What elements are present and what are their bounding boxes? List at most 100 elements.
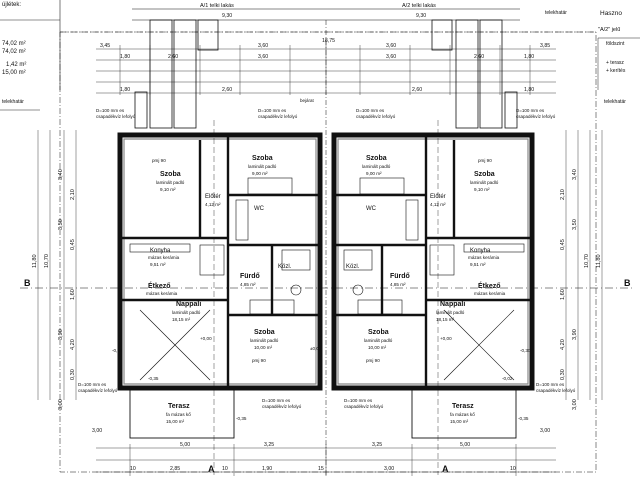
a2-room-wc-name: WC: [366, 206, 377, 212]
a2-room-furdo-area: 4,85 m²: [390, 282, 406, 287]
side-right-dim-9: 4,20: [560, 339, 566, 350]
legend-area-2: 74,02 m²: [2, 49, 26, 55]
level-minus035-left: -0,35: [148, 376, 159, 381]
side-left-dim-4: 3,50: [58, 219, 64, 230]
side-right-dim-6: 0,45: [560, 239, 566, 250]
a1-pmj-top: pmj 90: [152, 158, 166, 163]
a2-room-konyha-name: Konyha: [470, 248, 491, 254]
terasz-legend-label: + terasz: [606, 60, 624, 66]
a1-room-szoba1-sub: laminált padló: [156, 180, 185, 185]
a1-room-nappali-sub: laminált padló: [172, 310, 201, 315]
a1-room-konyha-sub: mázas kerámia: [148, 255, 180, 260]
a2-room-kozl-name: Közl.: [346, 264, 360, 270]
side-right-dim-1: 11,80: [596, 254, 602, 268]
bottom-row3-dim-6: 3,00: [384, 466, 394, 472]
side-right-dim-5: 2,10: [560, 189, 566, 200]
terrace-right-name: Terasz: [452, 403, 474, 410]
top-row2-dim-4: 3,60: [386, 54, 396, 60]
bottom-row1-dim-4: 5,00: [460, 442, 470, 448]
terrace-left: Terasz fa mázas kő 15,00 m²: [129, 389, 235, 439]
lot-a2-title: A/2 telki lakás: [402, 3, 436, 9]
d100-note-bottom-right: D=100 mm es: [536, 382, 565, 387]
unit-a2: Szoba laminált padló 9,10 m² Előtér 4,12…: [331, 132, 535, 391]
section-b-left: B: [24, 278, 31, 288]
side-dims-right: 11,80 10,70 3,40 3,50 2,10 0,45 3,90 1,6…: [560, 130, 603, 410]
side-left-dim-2: 10,70: [44, 254, 50, 268]
side-left-dim-11: 0,30: [70, 369, 76, 380]
bottom-row3-dim-1: 10: [130, 466, 136, 472]
a2-pmj-bottom: pmj 90: [366, 358, 380, 363]
bottom-row3-dim-5: 15: [318, 466, 324, 472]
bottom-row2-dim-1: 3,00: [92, 428, 102, 434]
side-right-dim-7: 3,90: [572, 329, 578, 340]
side-left-dim-8: 1,60: [70, 289, 76, 300]
csapadek-note-top-left: csapadékvíz lefolyó: [96, 114, 136, 119]
telekhatar-label-right: telekhatár: [604, 99, 626, 105]
a1-level-floor: +0,00: [200, 336, 212, 341]
legend-title: újlétek:: [2, 2, 21, 8]
a1-room-etkezo-sub: mázas kerámia: [146, 291, 178, 296]
d100-note-top-right: D=100 mm es: [516, 108, 545, 113]
csapadek-note-bottom-right: csapadékvíz lefolyó: [536, 388, 576, 393]
a2-room-szoba3-name: Szoba: [368, 329, 389, 336]
legend-area-4: 15,00 m²: [2, 70, 26, 76]
bottom-row1-dim-1: 5,00: [180, 442, 190, 448]
csapadek-note-top-mid: csapadékvíz lefolyó: [258, 114, 298, 119]
side-right-dim-8: 1,60: [560, 289, 566, 300]
section-b-right: B: [624, 278, 631, 288]
a1-room-konyha-name: Konyha: [150, 248, 171, 254]
section-b-line: B B: [20, 278, 632, 289]
side-left-dim-10: 3,00: [58, 399, 64, 410]
lot-a1-title: A/1 telki lakás: [200, 3, 234, 9]
a2-room-nappali-area: 18,15 m²: [436, 317, 455, 322]
side-right-dim-3: 3,40: [572, 169, 578, 180]
a2-room-nappali-name: Nappali: [440, 301, 465, 308]
csapadek-note-top-right: csapadékvíz lefolyó: [516, 114, 556, 119]
csapadek-note-bottom-mid: csapadékvíz lefolyó: [262, 404, 302, 409]
a2-room-nappali-sub: laminált padló: [436, 310, 465, 315]
legend-area-3: 1,42 m²: [6, 62, 26, 68]
terrace-right-sub: fa mázas kő: [450, 412, 475, 417]
level-minus030-left: -0,30: [112, 348, 123, 353]
a2-room-szoba2-name: Szoba: [366, 155, 387, 162]
level-minus030-right: -0,30: [520, 348, 531, 353]
a1-room-kozl-name: Közl.: [278, 264, 292, 270]
top-row5-dim-1: 1,80: [120, 87, 130, 93]
a1-room-szoba3-name: Szoba: [254, 329, 275, 336]
section-a-bottom-left: A: [208, 464, 215, 474]
side-left-dim-6: 0,45: [70, 239, 76, 250]
bottom-dimension-rows: 5,00 3,25 3,25 5,00 3,00 3,00 10 2,85 10…: [92, 428, 556, 476]
top-row1-dim-3: 3,60: [386, 43, 396, 49]
top-row2-dim-5: 2,60: [474, 54, 484, 60]
a1-room-szoba3-sub: laminált padló: [250, 338, 279, 343]
top-row5-dim-4: 1,80: [524, 87, 534, 93]
a2-room-szoba3-sub: laminált padló: [364, 338, 393, 343]
a2-room-etkezo-name: Étkező: [478, 281, 501, 290]
a2-room-szoba2-sub: laminált padló: [362, 164, 391, 169]
top-row1-dim-1: 3,45: [100, 43, 110, 49]
kerites-legend-label: + kerítés: [606, 68, 626, 74]
terrace-left-area: 15,00 m²: [166, 419, 185, 424]
legend-area-1: 74,02 m²: [2, 41, 26, 47]
a1-room-furdo-name: Fürdő: [240, 273, 260, 280]
a2-pmj-top: pmj 90: [478, 158, 492, 163]
a2-room-szoba1-area: 9,10 m²: [474, 187, 490, 192]
side-right-dim-11: 0,30: [560, 369, 566, 380]
bottom-row3-dim-7: 10: [510, 466, 516, 472]
a1-room-szoba2-sub: laminált padló: [248, 164, 277, 169]
a2-room-szoba2-area: 9,00 m²: [366, 171, 382, 176]
overall-dim-right: 9,30: [416, 13, 426, 19]
top-row2-dim-2: 2,60: [168, 54, 178, 60]
top-row1-dim-2: 3,60: [258, 43, 268, 49]
a2-room-szoba1-name: Szoba: [474, 171, 495, 178]
side-right-dim-10: 3,00: [572, 399, 578, 410]
legend-panel-right: Haszno "A/2" jelű földszint + terasz + k…: [545, 10, 640, 105]
a2-room-konyha-sub: mázas kerámia: [468, 255, 500, 260]
foldszint-label: földszint: [606, 41, 625, 47]
top-row1-dim-4: 3,85: [540, 43, 550, 49]
side-left-dim-9: 4,20: [70, 339, 76, 350]
a2-room-furdo-name: Fürdő: [390, 273, 410, 280]
a1-room-nappali-name: Nappali: [176, 301, 201, 308]
bottom-row1-dim-2: 3,25: [264, 442, 274, 448]
a1-room-wc-name: WC: [254, 206, 265, 212]
